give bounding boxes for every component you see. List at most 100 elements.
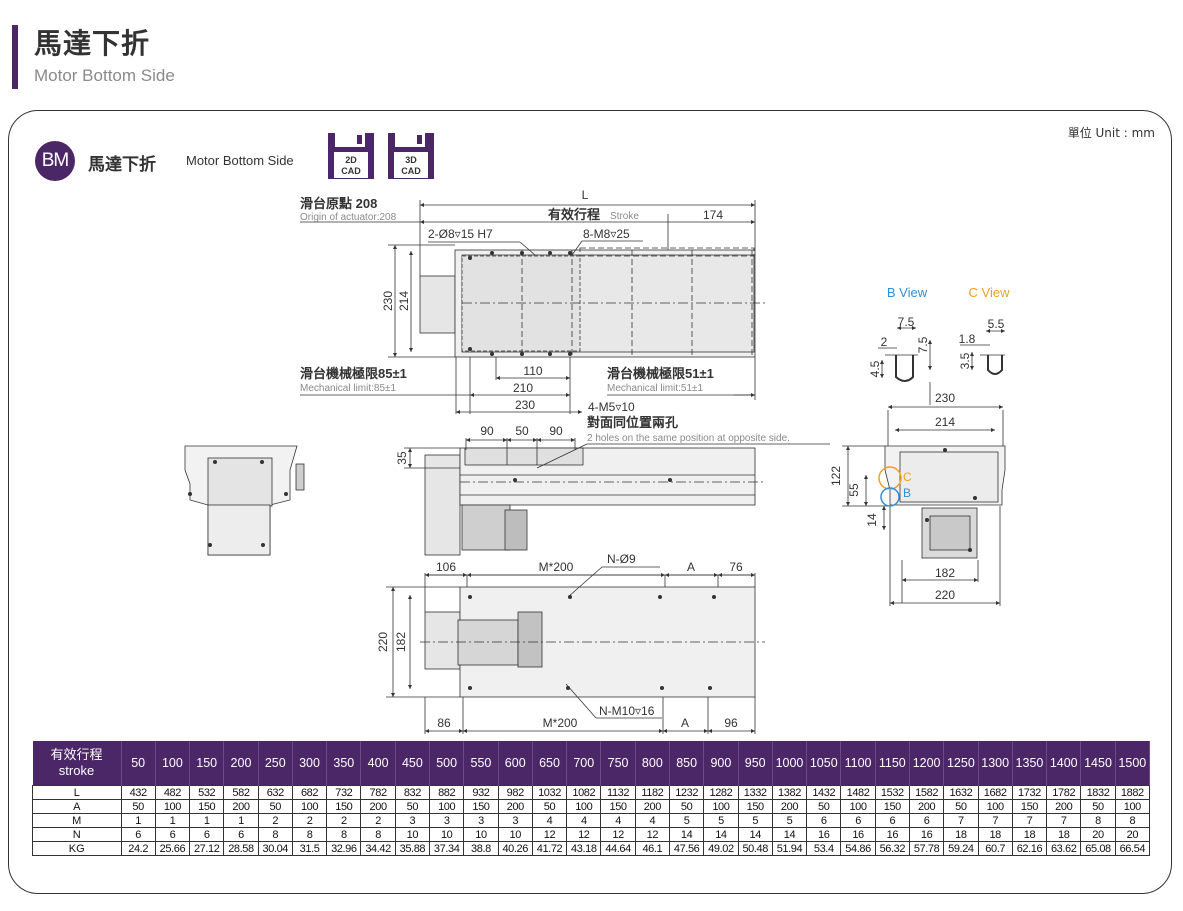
dim-90-left: 90 bbox=[480, 424, 494, 438]
table-cell: 18 bbox=[943, 827, 979, 842]
cad-3d-download-icon[interactable]: 3D CAD bbox=[387, 132, 435, 180]
table-cell: 8 bbox=[291, 827, 328, 842]
table-cell: 6 bbox=[806, 813, 842, 828]
table-cell: 49.02 bbox=[703, 841, 739, 856]
section-callout-c: C bbox=[903, 470, 912, 484]
table-cell: 6 bbox=[154, 827, 191, 842]
table-cell: 16 bbox=[908, 827, 945, 842]
stroke-header-cell: 1200 bbox=[909, 741, 945, 786]
stroke-header-cell: 100 bbox=[155, 741, 191, 786]
table-cell: 832 bbox=[394, 785, 431, 800]
table-cell: 30.04 bbox=[257, 841, 293, 856]
table-cell: 18 bbox=[1011, 827, 1048, 842]
row-label: M bbox=[32, 813, 122, 828]
table-cell: 1832 bbox=[1080, 785, 1116, 800]
table-cell: 12 bbox=[566, 827, 602, 842]
table-cell: 5 bbox=[703, 813, 739, 828]
table-cell: 57.78 bbox=[908, 841, 945, 856]
table-cell: 50 bbox=[943, 799, 979, 814]
table-cell: 54.86 bbox=[840, 841, 876, 856]
table-cell: 100 bbox=[840, 799, 876, 814]
section-callout-b: B bbox=[903, 486, 911, 500]
table-cell: 1882 bbox=[1114, 785, 1151, 800]
table-cell: 150 bbox=[874, 799, 910, 814]
table-cell: 200 bbox=[1046, 799, 1082, 814]
row-label: N bbox=[32, 827, 122, 842]
table-cell: 100 bbox=[703, 799, 739, 814]
table-cell: 532 bbox=[189, 785, 225, 800]
c-view-label: C View bbox=[969, 285, 1011, 300]
stroke-header-cell: 1400 bbox=[1046, 741, 1082, 786]
table-cell: 38.8 bbox=[463, 841, 499, 856]
section-view-right bbox=[842, 382, 1006, 606]
table-cell: 2 bbox=[326, 813, 362, 828]
stroke-header-cell: 700 bbox=[566, 741, 602, 786]
cad-3d-label-bottom: CAD bbox=[401, 166, 421, 176]
stroke-header-cell: 950 bbox=[738, 741, 773, 786]
table-cell: 20 bbox=[1114, 827, 1151, 842]
stroke-header-cell: 300 bbox=[292, 741, 328, 786]
header-accent-bar bbox=[12, 25, 18, 89]
opposite-holes-zh: 對面同位置兩孔 bbox=[587, 415, 678, 430]
stroke-header-cell: 400 bbox=[360, 741, 396, 786]
dim-L: L bbox=[582, 188, 589, 202]
n9-label: N-Ø9 bbox=[607, 552, 636, 566]
m10-label: N-M10▿16 bbox=[599, 704, 655, 718]
b-dim-2: 2 bbox=[881, 335, 888, 349]
origin-label-zh: 滑台原點 208 bbox=[300, 196, 377, 211]
section-dim-230: 230 bbox=[935, 391, 955, 405]
table-cell: 4 bbox=[600, 813, 636, 828]
cad-2d-label-bottom: CAD bbox=[341, 166, 361, 176]
table-cell: 16 bbox=[874, 827, 910, 842]
table-cell: 41.72 bbox=[531, 841, 568, 856]
dim-m200-bottom: M*200 bbox=[543, 716, 578, 730]
table-cell: 59.24 bbox=[943, 841, 979, 856]
page-subtitle: Motor Bottom Side bbox=[34, 66, 175, 85]
stroke-header-cell: 1250 bbox=[943, 741, 979, 786]
stroke-label-en: Stroke bbox=[610, 211, 639, 222]
mech-limit-left-en: Mechanical limit:85±1 bbox=[300, 383, 397, 394]
stroke-header-cell: 800 bbox=[635, 741, 671, 786]
dim-50: 50 bbox=[515, 424, 529, 438]
table-cell: 8 bbox=[257, 827, 293, 842]
table-cell: 34.42 bbox=[360, 841, 396, 856]
mech-limit-left-zh: 滑台機械極限85±1 bbox=[300, 366, 407, 381]
table-cell: 16 bbox=[840, 827, 876, 842]
row-label: A bbox=[32, 799, 122, 814]
stroke-header-cell: 150 bbox=[189, 741, 225, 786]
dim-182-vert: 182 bbox=[394, 632, 408, 652]
table-cell: 56.32 bbox=[874, 841, 910, 856]
table-cell: 5 bbox=[737, 813, 773, 828]
b-dim-7-5-vert: 7.5 bbox=[916, 336, 930, 353]
section-dim-220: 220 bbox=[935, 588, 955, 602]
end-view-left bbox=[184, 445, 305, 556]
cad-2d-download-icon[interactable]: 2D CAD bbox=[327, 132, 375, 180]
c-dim-1-8: 1.8 bbox=[959, 332, 976, 346]
b-view-label: B View bbox=[887, 285, 928, 300]
table-cell: 37.34 bbox=[429, 841, 465, 856]
table-cell: 150 bbox=[737, 799, 773, 814]
table-cell: 3 bbox=[463, 813, 499, 828]
stroke-header-cell: 1150 bbox=[875, 741, 910, 786]
stroke-header-cell: 1100 bbox=[840, 741, 876, 786]
table-cell: 63.62 bbox=[1046, 841, 1082, 856]
table-cell: 66.54 bbox=[1114, 841, 1151, 856]
table-cell: 6 bbox=[223, 827, 259, 842]
stroke-header-zh: 有效行程 bbox=[50, 747, 103, 762]
table-cell: 3 bbox=[497, 813, 533, 828]
technical-drawing: L 滑台原點 208 Origin of actuator:208 有效行程 S… bbox=[184, 188, 1011, 734]
table-cell: 20 bbox=[1080, 827, 1116, 842]
table-cell: 8 bbox=[1114, 813, 1151, 828]
section-title-en: Motor Bottom Side bbox=[186, 153, 294, 168]
c-view-detail bbox=[960, 329, 1005, 375]
table-cell: 6 bbox=[840, 813, 876, 828]
table-cell: 100 bbox=[154, 799, 191, 814]
stroke-header-cell: 200 bbox=[223, 741, 259, 786]
table-cell: 732 bbox=[326, 785, 362, 800]
table-cell: 7 bbox=[1011, 813, 1048, 828]
table-cell: 2 bbox=[291, 813, 328, 828]
stroke-header-cell: 250 bbox=[258, 741, 293, 786]
table-cell: 100 bbox=[977, 799, 1013, 814]
table-cell: 1382 bbox=[771, 785, 808, 800]
